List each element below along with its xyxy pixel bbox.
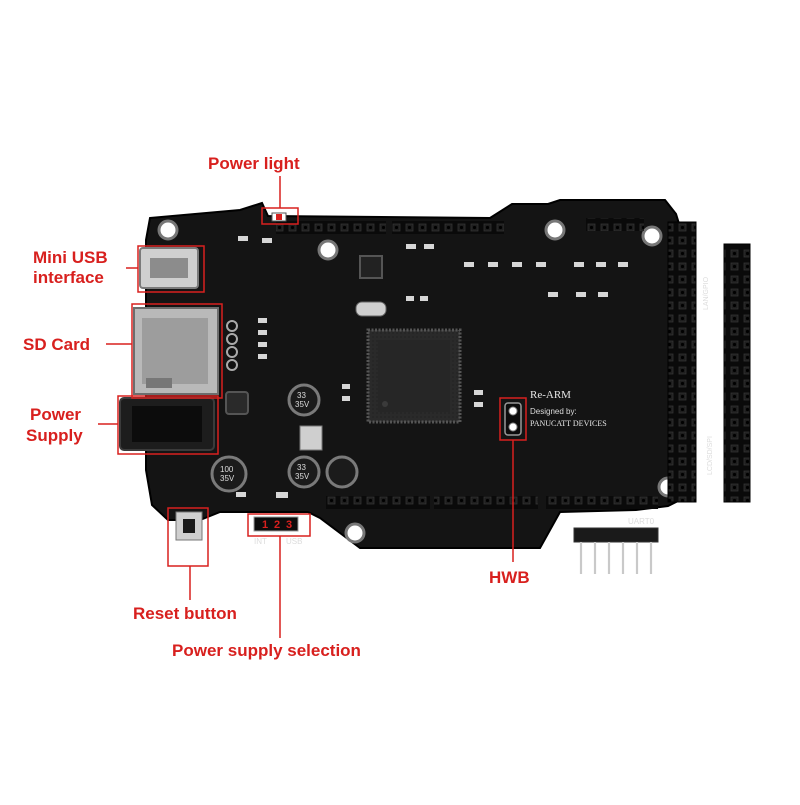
capacitor-right: 33 35V — [287, 455, 321, 489]
capacitor-mid: 33 35V — [287, 383, 321, 417]
header-bottom-left — [326, 496, 430, 509]
crystal — [355, 301, 387, 317]
uart0-label: UART0 — [628, 517, 655, 526]
power-supply-label-line1: Power — [30, 405, 82, 424]
header-bottom-right — [546, 496, 658, 509]
power-supply-label-line2: Supply — [26, 426, 83, 445]
leader-lines — [98, 176, 514, 638]
sd-side-header — [226, 320, 238, 371]
highlight-reset — [167, 507, 209, 567]
svg-text:35V: 35V — [295, 472, 310, 481]
jumper-int-label: INT — [254, 537, 267, 546]
svg-text:100: 100 — [220, 465, 234, 474]
power-supply-selection-label: Power supply selection — [172, 641, 361, 660]
reset-button-label: Reset button — [133, 604, 237, 623]
inductor — [225, 391, 249, 415]
header-top-mid — [392, 221, 504, 234]
uart-header — [573, 527, 659, 574]
mini-usb-label-line1: Mini USB — [33, 248, 108, 267]
small-ic — [359, 255, 383, 279]
mounting-holes — [157, 219, 679, 544]
sd-card-label: SD Card — [23, 335, 91, 354]
header-top-left — [276, 221, 386, 234]
highlight-power-supply — [117, 395, 219, 455]
lan-gpio-label: LAN/GPIO — [703, 276, 710, 310]
maker-silkscreen: PANUCATT DEVICES — [530, 419, 607, 428]
jumper-pin-3: 3 — [286, 519, 292, 531]
header-top-right — [586, 218, 644, 231]
power-light-label: Power light — [208, 154, 300, 173]
svg-text:33: 33 — [297, 463, 306, 472]
header-right-extra — [723, 243, 751, 503]
highlight-mini-usb — [137, 245, 205, 293]
highlight-power-selection — [247, 513, 311, 537]
svg-text:35V: 35V — [220, 474, 235, 483]
jumper-pin-2: 2 — [274, 519, 280, 531]
power-selection-jumper — [253, 516, 299, 532]
capacitor-far-right — [325, 455, 359, 489]
mini-usb-label-line2: interface — [33, 268, 104, 287]
voltage-regulator — [299, 425, 323, 451]
jumper-pin-1: 1 — [262, 519, 268, 531]
board-name-silkscreen: Re-ARM — [530, 389, 571, 401]
svg-text:35V: 35V — [295, 400, 310, 409]
capacitor-left: 100 35V — [210, 455, 248, 493]
jumper-usb-label: USB — [286, 537, 302, 546]
svg-text:33: 33 — [297, 391, 306, 400]
designed-by-silkscreen: Designed by: — [530, 407, 577, 416]
smd-components — [236, 236, 628, 498]
lcd-sd-spi-label: LCD/SD/SPI — [707, 436, 714, 475]
hwb-label: HWB — [489, 568, 530, 587]
header-right-double — [667, 221, 697, 503]
highlight-sd-card — [131, 303, 223, 399]
header-bottom-mid — [434, 496, 538, 509]
